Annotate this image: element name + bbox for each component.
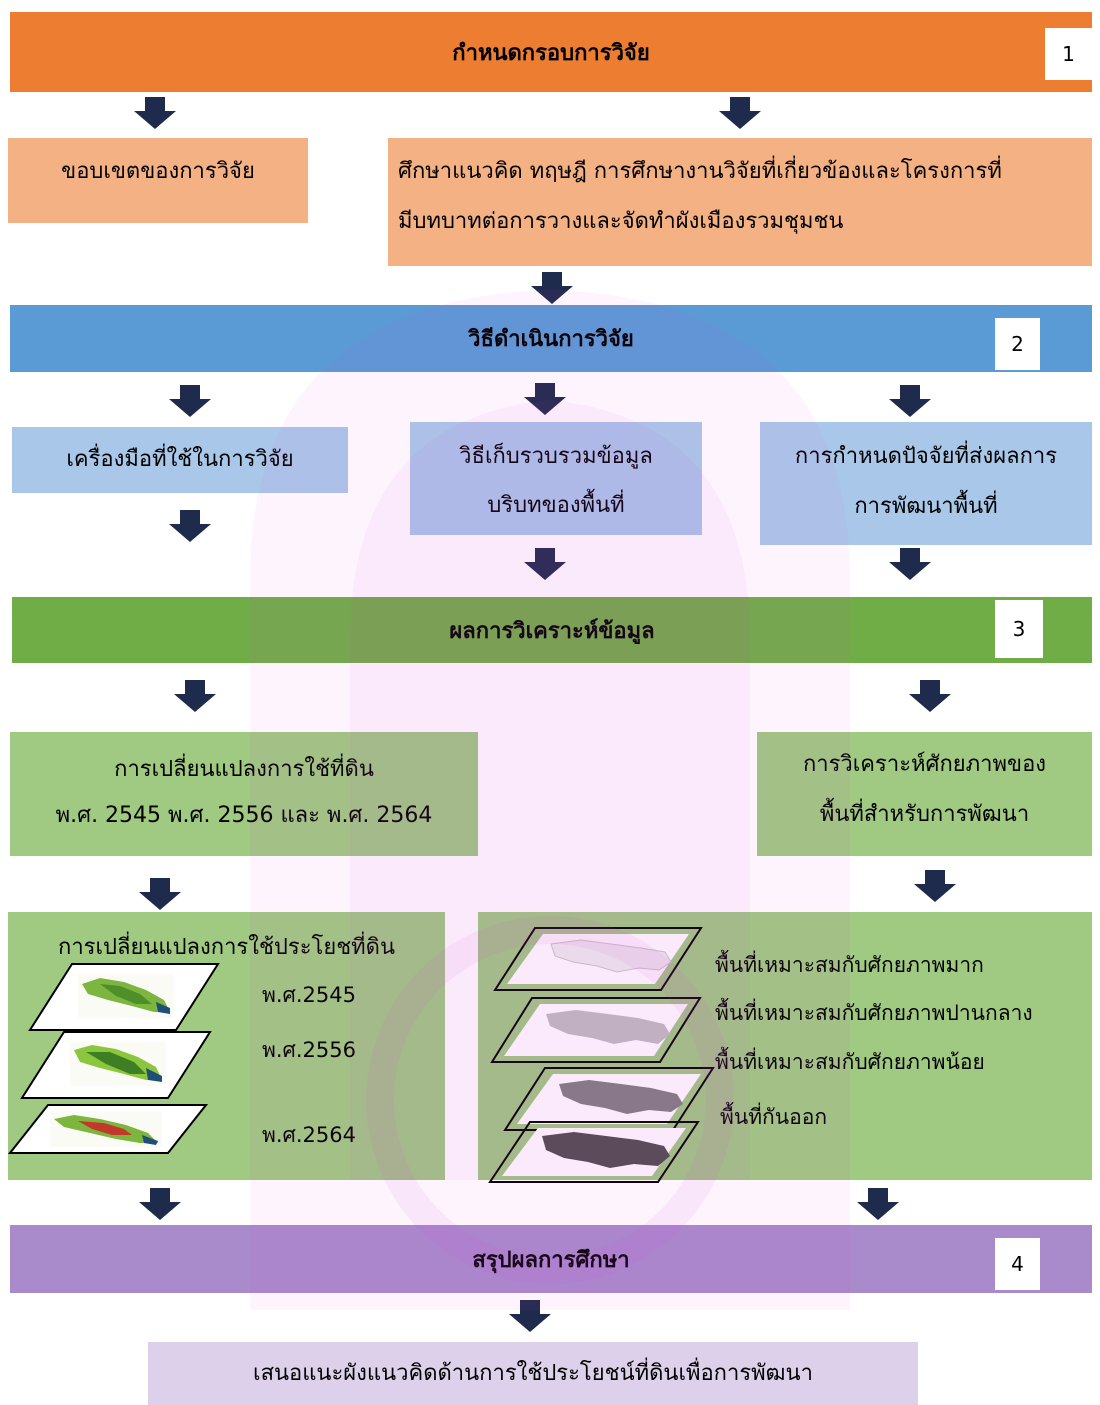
suitability-map-medium <box>490 997 702 1063</box>
suitability-level-excluded: พื้นที่กันออก <box>720 1105 828 1129</box>
step1-title: กำหนดกรอบการวิจัย <box>452 40 650 66</box>
landuse-maps-title: การเปลี่ยนแปลงการใช้ประโยชที่ดิน <box>58 935 395 960</box>
landuse-map-2545 <box>28 963 220 1031</box>
step4-number-badge: 4 <box>995 1238 1040 1290</box>
research-tools-label: เครื่องมือที่ใช้ในการวิจัย <box>66 447 294 472</box>
down-arrow-icon <box>719 97 761 129</box>
landuse-map-2556 <box>20 1031 212 1099</box>
down-arrow-icon <box>524 548 566 580</box>
step4-header-bar: สรุปผลการศึกษา <box>10 1225 1092 1293</box>
research-tools-box: เครื่องมือที่ใช้ในการวิจัย <box>12 427 348 493</box>
recommendation-label: เสนอแนะผังแนวคิดด้านการใช้ประโยชน์ที่ดิน… <box>253 1361 813 1386</box>
literature-study-line-1: ศึกษาแนวคิด ทฤษฎี การศึกษางานวิจัยที่เกี… <box>398 159 1002 184</box>
data-collection-line-1: วิธีเก็บรวบรวมข้อมูล <box>459 444 653 469</box>
down-arrow-icon <box>531 272 573 304</box>
landuse-year-2545: พ.ศ.2545 <box>262 983 356 1007</box>
data-collection-line-2: บริบทของพื้นที่ <box>487 493 625 518</box>
recommendation-box: เสนอแนะผังแนวคิดด้านการใช้ประโยชน์ที่ดิน… <box>148 1342 918 1405</box>
down-arrow-icon <box>889 548 931 580</box>
potential-analysis-line-2: พื้นที่สำหรับการพัฒนา <box>819 802 1030 827</box>
step4-title: สรุปผลการศึกษา <box>472 1247 630 1273</box>
development-factors-line-2: การพัฒนาพื้นที่ <box>854 494 998 519</box>
step2-number-badge: 2 <box>995 318 1040 370</box>
landuse-map-2564 <box>8 1104 208 1154</box>
development-factors-box: การกำหนดปัจจัยที่ส่งผลการ การพัฒนาพื้นที… <box>760 422 1092 545</box>
down-arrow-icon <box>914 870 956 902</box>
scope-box: ขอบเขตของการวิจัย <box>8 138 308 223</box>
down-arrow-icon <box>134 97 176 129</box>
suitability-level-medium: พื้นที่เหมาะสมกับศักยภาพปานกลาง <box>715 1001 1033 1025</box>
down-arrow-icon <box>857 1188 899 1220</box>
suitability-level-high: พื้นที่เหมาะสมกับศักยภาพมาก <box>715 953 984 977</box>
literature-study-line-2: มีบทบาทต่อการวางและจัดทำผังเมืองรวมชุมชน <box>398 209 844 234</box>
down-arrow-icon <box>139 878 181 910</box>
step1-header-bar: กำหนดกรอบการวิจัย <box>10 12 1092 92</box>
development-factors-line-1: การกำหนดปัจจัยที่ส่งผลการ <box>794 444 1058 469</box>
landuse-change-box: การเปลี่ยนแปลงการใช้ที่ดิน พ.ศ. 2545 พ.ศ… <box>10 732 478 856</box>
landuse-year-2556: พ.ศ.2556 <box>262 1038 356 1062</box>
step3-title: ผลการวิเคราะห์ข้อมูล <box>449 618 655 644</box>
step2-title: วิธีดำเนินการวิจัย <box>468 327 634 352</box>
down-arrow-icon <box>174 680 216 712</box>
down-arrow-icon <box>909 680 951 712</box>
potential-analysis-line-1: การวิเคราะห์ศักยภาพของ <box>802 752 1047 777</box>
down-arrow-icon <box>169 385 211 417</box>
step3-header-bar: ผลการวิเคราะห์ข้อมูล <box>12 597 1092 663</box>
landuse-year-2564: พ.ศ.2564 <box>262 1123 356 1147</box>
suitability-level-low: พื้นที่เหมาะสมกับศักยภาพน้อย <box>715 1050 985 1074</box>
down-arrow-icon <box>889 385 931 417</box>
suitability-map-high <box>493 927 703 991</box>
suitability-map-excluded <box>488 1121 700 1183</box>
scope-label: ขอบเขตของการวิจัย <box>61 159 255 184</box>
step2-header-bar: วิธีดำเนินการวิจัย <box>10 305 1092 372</box>
down-arrow-icon <box>509 1300 551 1332</box>
down-arrow-icon <box>169 510 211 542</box>
literature-study-box: ศึกษาแนวคิด ทฤษฎี การศึกษางานวิจัยที่เกี… <box>388 138 1092 266</box>
landuse-change-line-2: พ.ศ. 2545 พ.ศ. 2556 และ พ.ศ. 2564 <box>55 803 433 828</box>
down-arrow-icon <box>524 383 566 415</box>
step3-number-badge: 3 <box>995 600 1043 658</box>
suitability-map-low <box>503 1067 715 1131</box>
down-arrow-icon <box>139 1188 181 1220</box>
step1-number-badge: 1 <box>1045 28 1092 80</box>
landuse-change-line-1: การเปลี่ยนแปลงการใช้ที่ดิน <box>114 757 374 782</box>
potential-analysis-box: การวิเคราะห์ศักยภาพของ พื้นที่สำหรับการพ… <box>757 732 1092 856</box>
data-collection-box: วิธีเก็บรวบรวมข้อมูล บริบทของพื้นที่ <box>410 422 702 535</box>
